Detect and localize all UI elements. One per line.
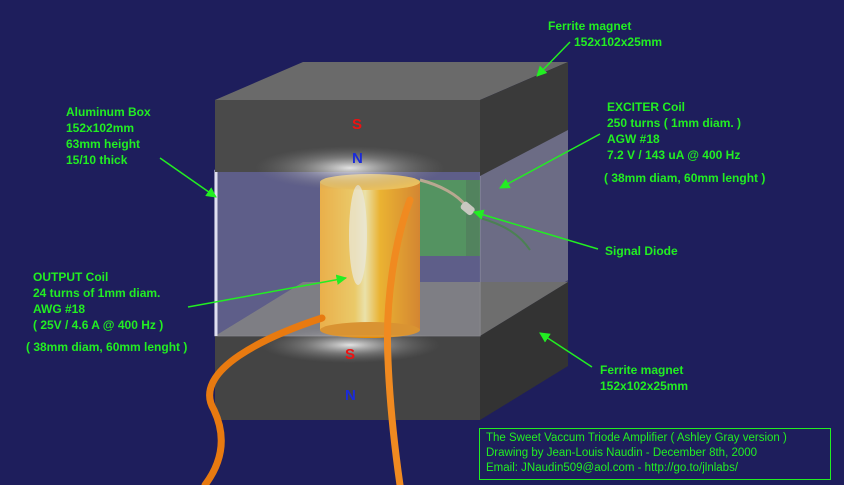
aluminum-box-label-line-4: 15/10 thick	[66, 153, 128, 167]
output-coil-label-line-4: ( 25V / 4.6 A @ 400 Hz )	[33, 318, 164, 332]
aluminum-box-label-line-2: 152x102mm	[66, 121, 135, 135]
aluminum-box-arrow	[159, 157, 217, 198]
ferrite-top-arrow	[536, 41, 571, 77]
output-coil-bottom-cap	[320, 322, 420, 338]
aluminum-box-label: Aluminum Box 152x102mm 63mm height 15/10…	[66, 104, 151, 168]
aluminum-box-front	[214, 169, 481, 337]
output-coil-dimensions: ( 38mm diam, 60mm lenght )	[26, 340, 188, 354]
aluminum-box-label-line-3: 63mm height	[66, 137, 141, 151]
top-magnet-south-pole: S	[352, 116, 363, 133]
output-coil-wire-right	[384, 196, 414, 485]
credits-author: Drawing by Jean-Louis Naudin - December …	[486, 447, 758, 459]
top-magnet-right-face	[480, 62, 568, 176]
ferrite-top-label: Ferrite magnet 152x102x25mm	[548, 18, 662, 50]
exciter-coil-label-line-4: 7.2 V / 143 uA @ 400 Hz	[607, 148, 741, 162]
ferrite-top-label-line-2: 152x102x25mm	[574, 35, 663, 49]
signal-diode-arrow	[472, 209, 599, 250]
output-coil-wire-left	[201, 314, 326, 485]
bottom-magnet-right-face	[480, 282, 568, 420]
ferrite-bottom-label: Ferrite magnet 152x102x25mm	[600, 362, 688, 394]
bottom-magnet-north-pole: N	[345, 387, 356, 404]
ferrite-top-label-line-1: Ferrite magnet	[548, 19, 632, 33]
output-coil-label-line-1: OUTPUT Coil	[33, 270, 109, 284]
exciter-coil-label-line-1: EXCITER Coil	[607, 100, 686, 114]
aluminum-box-label-line-1: Aluminum Box	[66, 105, 151, 119]
top-magnet-north-pole: N	[352, 150, 363, 167]
credits-contact: Email: JNaudin509@aol.com - http://go.to…	[486, 462, 739, 474]
output-coil-label-line-2: 24 turns of 1mm diam.	[33, 286, 161, 300]
signal-diode-icon	[460, 201, 475, 216]
exciter-wire-lower	[479, 217, 531, 251]
exciter-coil-dimensions: ( 38mm diam, 60mm lenght )	[604, 171, 766, 185]
top-magnet-top-face	[215, 62, 568, 100]
bottom-magnet-south-pole: S	[345, 346, 356, 363]
exciter-coil-arrow	[499, 133, 601, 189]
ferrite-bottom-arrow	[539, 332, 593, 368]
output-coil-body	[320, 182, 420, 330]
credits-box: The Sweet Vaccum Triode Amplifier ( Ashl…	[479, 428, 831, 480]
output-coil-label: OUTPUT Coil 24 turns of 1mm diam. AWG #1…	[33, 269, 163, 333]
output-coil-label-line-3: AWG #18	[33, 302, 86, 316]
ferrite-bottom-label-line-2: 152x102x25mm	[600, 379, 689, 393]
exciter-coil-label-line-2: 250 turns ( 1mm diam. )	[607, 116, 742, 130]
exciter-coil-label-line-3: AGW #18	[607, 132, 660, 146]
credits-title: The Sweet Vaccum Triode Amplifier ( Ashl…	[486, 432, 787, 444]
signal-diode-label: Signal Diode	[605, 244, 678, 258]
exciter-coil-label: EXCITER Coil 250 turns ( 1mm diam. ) AGW…	[607, 99, 741, 163]
output-coil-arrow	[187, 274, 348, 308]
top-magnet-glow	[255, 146, 445, 190]
output-coil-highlight	[349, 185, 367, 285]
ferrite-bottom-label-line-1: Ferrite magnet	[600, 363, 684, 377]
